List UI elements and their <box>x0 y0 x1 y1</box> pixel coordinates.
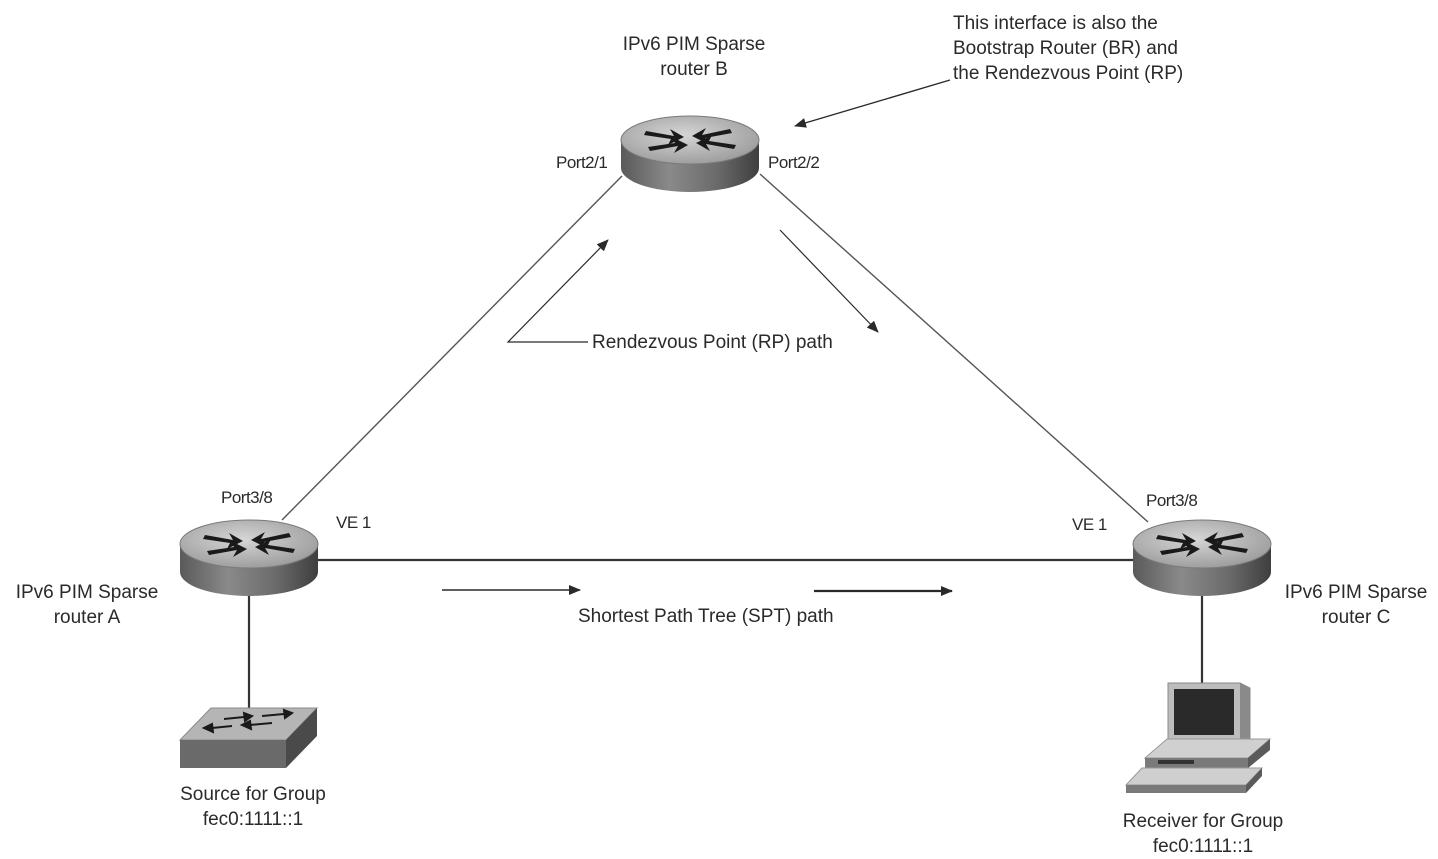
router-c-name-line2: router C <box>1321 607 1391 628</box>
router-c-name-line1: IPv6 PIM Sparse <box>1284 582 1428 603</box>
router-c-ve: VE 1 <box>1072 515 1107 534</box>
router-a-name: IPv6 PIM Sparse router A <box>0 580 174 630</box>
bootstrap-router-annotation: This interface is also the Bootstrap Rou… <box>953 11 1183 86</box>
rp-path-arrow-up <box>506 239 609 343</box>
link-b-c <box>759 173 1149 523</box>
router-b-name-line2: router B <box>660 59 728 80</box>
receiver-label-line1: Receiver for Group <box>1122 811 1284 832</box>
router-a-name-line1: IPv6 PIM Sparse <box>15 582 159 603</box>
router-icon <box>179 519 319 597</box>
router-b-port-right: Port2/2 <box>768 153 820 172</box>
source-label: Source for Group fec0:1111::1 <box>153 782 353 832</box>
rp-path-label: Rendezvous Point (RP) path <box>592 332 833 353</box>
spt-path-label: Shortest Path Tree (SPT) path <box>578 606 834 627</box>
source-label-line2: fec0:1111::1 <box>202 809 304 830</box>
router-a-name-line2: router A <box>53 607 121 628</box>
link-a-b <box>281 175 623 521</box>
router-b-port-left: Port2/1 <box>556 153 608 172</box>
receiver-label-line2: fec0:1111::1 <box>1152 836 1254 857</box>
switch-icon <box>178 707 319 768</box>
annotation-line3: the Rendezvous Point (RP) <box>953 63 1184 84</box>
router-b-name-line1: IPv6 PIM Sparse <box>622 34 766 55</box>
annotation-line2: Bootstrap Router (BR) and <box>953 38 1178 59</box>
annotation-line1: This interface is also the <box>953 13 1158 34</box>
source-label-line1: Source for Group <box>180 784 326 805</box>
router-icon <box>620 115 760 193</box>
router-b-name: IPv6 PIM Sparse router B <box>594 32 794 82</box>
router-a-port: Port3/8 <box>221 488 273 507</box>
annotation-arrow <box>794 79 951 128</box>
router-icon <box>1132 519 1272 597</box>
receiver-label: Receiver for Group fec0:1111::1 <box>1098 809 1308 859</box>
router-c-port: Port3/8 <box>1146 491 1198 510</box>
router-a-ve: VE 1 <box>336 513 371 532</box>
rp-path-arrow-down <box>779 229 879 333</box>
computer-icon <box>1124 682 1272 793</box>
router-c-name: IPv6 PIM Sparse router C <box>1274 580 1438 630</box>
